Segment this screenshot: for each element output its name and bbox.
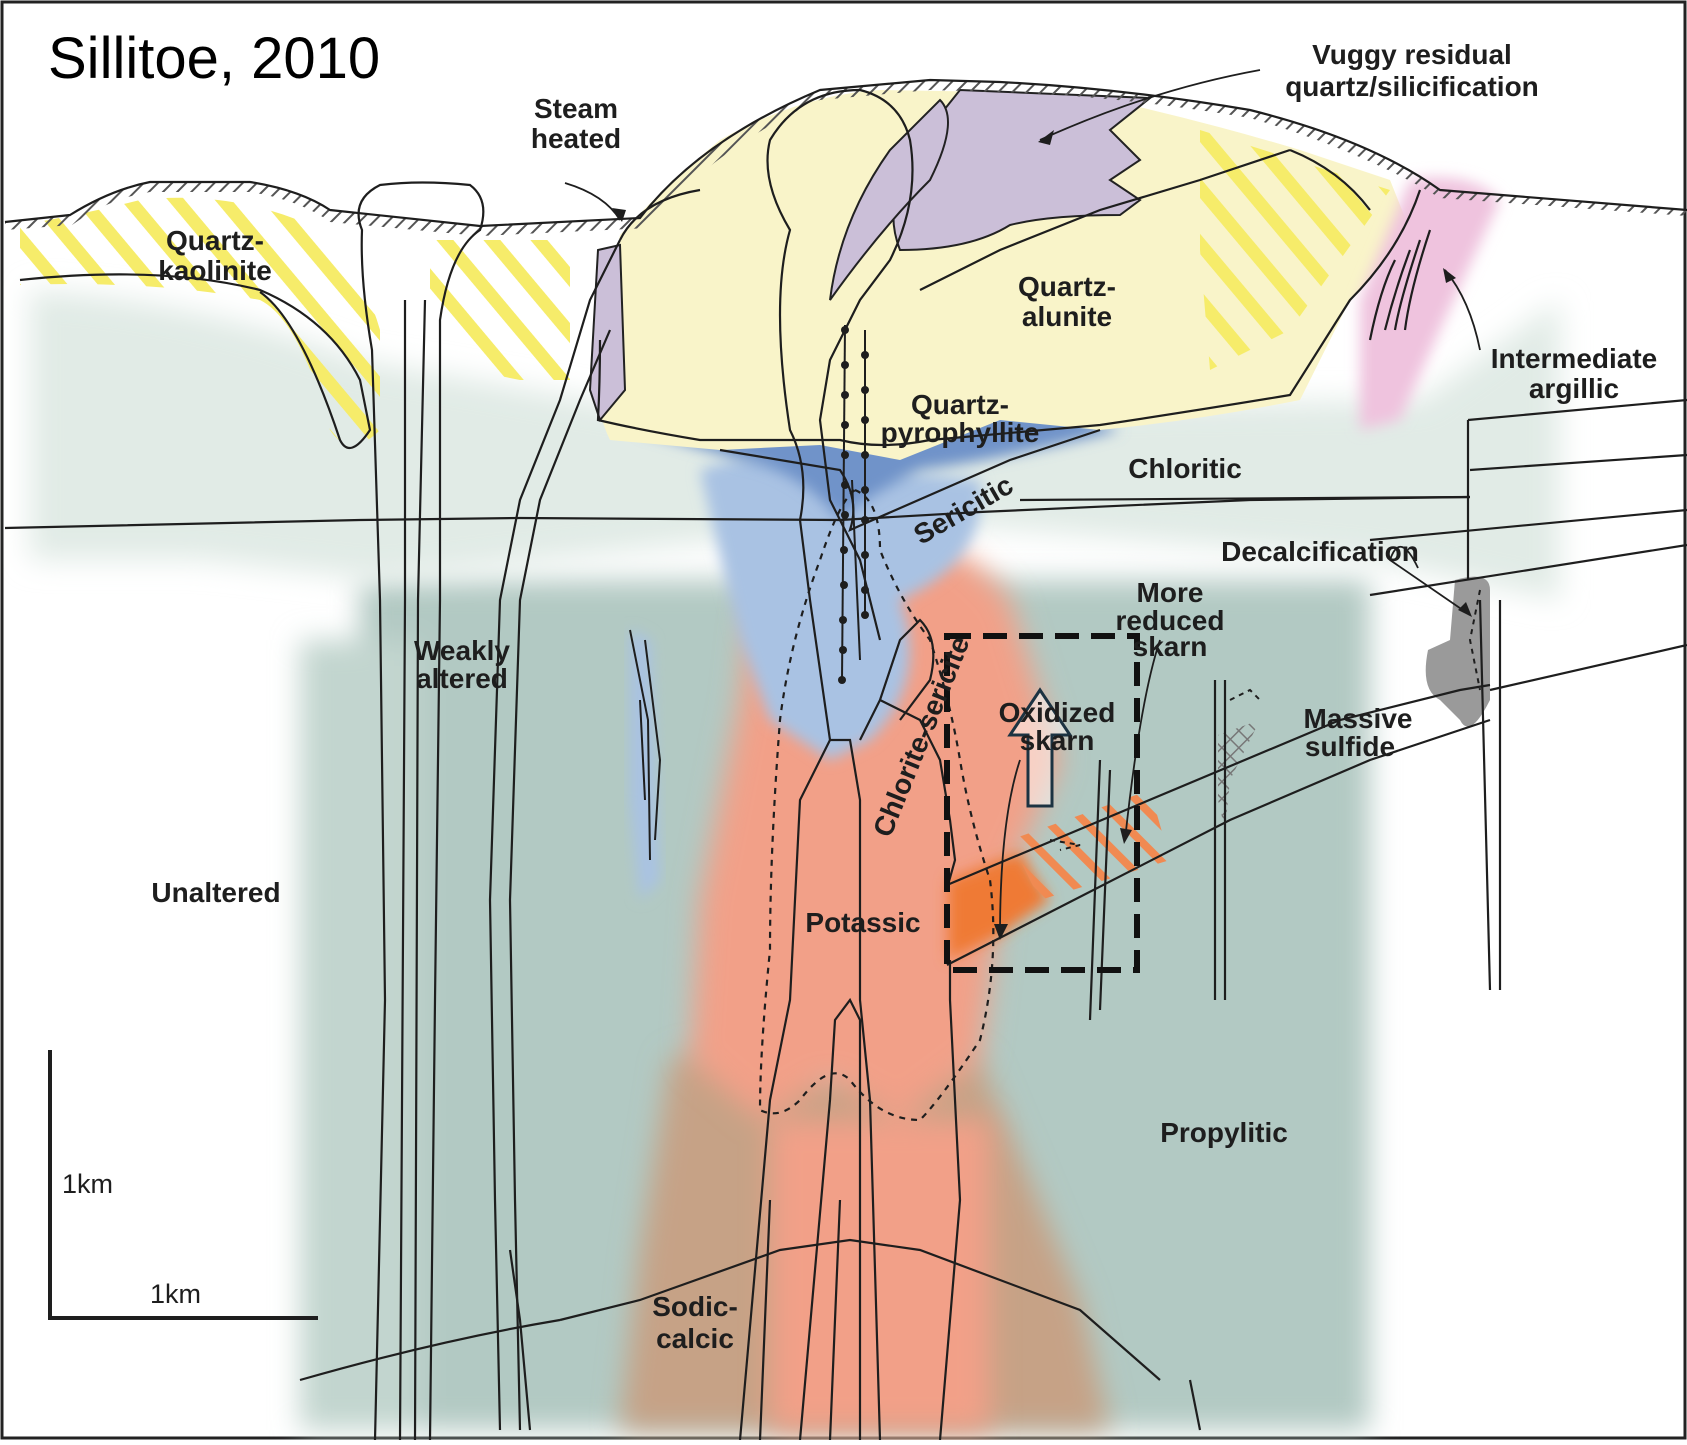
- label-quartz-alunite-2: alunite: [1022, 301, 1112, 332]
- scale-bar-horizontal-label: 1km: [150, 1279, 201, 1309]
- label-unaltered: Unaltered: [151, 877, 280, 908]
- label-steam-2: heated: [531, 123, 621, 154]
- label-vuggy-2: quartz/silicification: [1285, 71, 1539, 102]
- label-propylitic: Propylitic: [1160, 1117, 1288, 1148]
- label-potassic: Potassic: [805, 907, 920, 938]
- label-more-reduced-skarn-3: skarn: [1133, 631, 1208, 662]
- label-decalcification: Decalcification: [1221, 536, 1419, 567]
- label-steam-1: Steam: [534, 93, 618, 124]
- figure-title: Sillitoe, 2010: [48, 26, 380, 91]
- label-sodic-calcic-2: calcic: [656, 1323, 734, 1354]
- label-quartz-alunite-1: Quartz-: [1018, 271, 1116, 302]
- label-intermediate-argillic-2: argillic: [1529, 373, 1619, 404]
- label-massive-sulfide-2: sulfide: [1305, 731, 1395, 762]
- label-quartz-pyrophyllite-1: Quartz-: [911, 389, 1009, 420]
- label-oxidized-skarn-1: Oxidized: [999, 697, 1116, 728]
- label-massive-sulfide-1: Massive: [1304, 703, 1413, 734]
- label-intermediate-argillic-1: Intermediate: [1491, 343, 1658, 374]
- label-weakly-altered-1: Weakly: [414, 635, 510, 666]
- label-weakly-altered-2: altered: [416, 663, 508, 694]
- label-sodic-calcic-1: Sodic-: [652, 1291, 738, 1322]
- label-quartz-kaolinite-2: kaolinite: [158, 255, 272, 286]
- scale-bar-vertical-label: 1km: [62, 1169, 113, 1199]
- label-quartz-pyrophyllite-2: pyrophyllite: [881, 417, 1040, 448]
- label-oxidized-skarn-2: skarn: [1020, 725, 1095, 756]
- label-chloritic: Chloritic: [1128, 453, 1242, 484]
- label-more-reduced-skarn-1: More: [1137, 577, 1204, 608]
- label-quartz-kaolinite-1: Quartz-: [166, 225, 264, 256]
- label-vuggy-1: Vuggy residual: [1312, 39, 1512, 70]
